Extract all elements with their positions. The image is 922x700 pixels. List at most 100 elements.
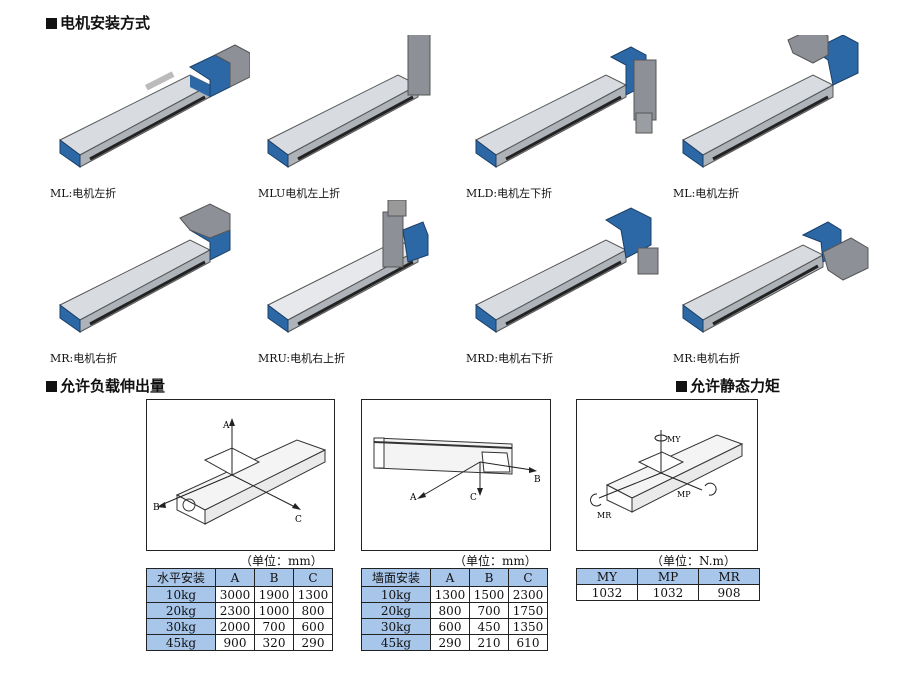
header-cell: C — [508, 568, 548, 587]
header-cell: A — [215, 568, 255, 587]
table-header-row: MY MP MR — [576, 568, 760, 585]
row-label: 30kg — [361, 618, 431, 635]
table-cell: 1300 — [430, 586, 470, 603]
table-cell: 3000 — [215, 586, 255, 603]
row-label: 10kg — [361, 586, 431, 603]
axis-label-b: B — [153, 503, 160, 513]
header-cell: 墙面安装 — [361, 568, 431, 587]
table-cell: 600 — [430, 618, 470, 635]
horizontal-mount-diagram: A B C — [153, 418, 327, 525]
table-cell: 700 — [254, 618, 294, 635]
header-cell: C — [293, 568, 333, 587]
unit-label-wall: （单位：mm） — [454, 554, 537, 568]
row-label: 45kg — [361, 634, 431, 651]
module-ml: ML:电机左折 — [50, 35, 250, 200]
linear-module-illustration — [267, 200, 429, 333]
header-cell: MY — [576, 568, 638, 585]
section-title-mount-methods: 电机安装方式 — [46, 12, 150, 33]
unit-label-moment: （单位：N.m） — [651, 554, 736, 568]
figure-wall-overhang: A B C — [361, 399, 551, 551]
unit-label-horizontal: （单位：mm） — [240, 554, 323, 568]
moment-label-mp: MP — [677, 490, 691, 499]
linear-module-illustration — [475, 207, 659, 333]
header-cell: A — [430, 568, 470, 587]
section-title-allowed-static-moment: 允许静态力矩 — [676, 375, 780, 396]
header-cell: MR — [698, 568, 760, 585]
header-cell: 水平安装 — [146, 568, 216, 587]
table-cell: 1032 — [576, 584, 638, 601]
module-caption: MR:电机右折 — [50, 352, 118, 365]
section-title-allowed-overhang: 允许负载伸出量 — [46, 375, 165, 396]
table-cell: 1000 — [254, 602, 294, 619]
header-cell: B — [469, 568, 509, 587]
table-cell: 2300 — [508, 586, 548, 603]
module-caption: MRU:电机右上折 — [258, 352, 346, 365]
table-cell: 800 — [293, 602, 333, 619]
module-caption: ML:电机左折 — [673, 187, 740, 200]
module-caption: MLD:电机左下折 — [466, 187, 553, 200]
row-label: 20kg — [361, 602, 431, 619]
axis-label-b: B — [534, 475, 541, 485]
table-cell: 320 — [254, 634, 294, 651]
table-cell: 1350 — [508, 618, 548, 635]
axis-label-a: A — [222, 421, 230, 431]
header-cell: MP — [637, 568, 699, 585]
linear-module-illustration — [267, 35, 431, 168]
axis-label-a: A — [409, 493, 417, 503]
linear-module-illustration — [59, 203, 231, 333]
module-caption: MRD:电机右下折 — [466, 352, 554, 365]
table-cell: 600 — [293, 618, 333, 635]
table-header-row: 墙面安装 A B C — [361, 568, 548, 587]
figure-static-moment: MY MP MR — [576, 399, 758, 551]
axis-label-c: C — [470, 493, 477, 503]
wall-mount-diagram: A B C — [373, 437, 541, 503]
table-cell: 2300 — [215, 602, 255, 619]
table-cell: 1500 — [469, 586, 509, 603]
table-header-row: 水平安装 A B C — [146, 568, 333, 587]
static-moment-diagram: MY MP MR — [590, 430, 744, 520]
table-cell: 290 — [430, 634, 470, 651]
table-cell: 700 — [469, 602, 509, 619]
table-cell: 1900 — [254, 586, 294, 603]
table-cell: 210 — [469, 634, 509, 651]
table-cell: 450 — [469, 618, 509, 635]
row-label: 45kg — [146, 634, 216, 651]
row-label: 20kg — [146, 602, 216, 619]
table-cell: 1750 — [508, 602, 548, 619]
linear-module-illustration — [59, 44, 250, 168]
module-mru: MRU:电机右上折 — [258, 200, 458, 365]
table-cell: 900 — [215, 634, 255, 651]
header-cell: B — [254, 568, 294, 587]
table-cell: 290 — [293, 634, 333, 651]
module-ml-2: ML:电机左折 — [673, 35, 873, 200]
module-mr: MR:电机右折 — [50, 200, 250, 365]
module-caption: MLU电机左上折 — [258, 187, 341, 200]
table-cell: 1032 — [637, 584, 699, 601]
module-caption: ML:电机左折 — [50, 187, 117, 200]
module-mld: MLD:电机左下折 — [466, 35, 666, 200]
module-mlu: MLU电机左上折 — [258, 35, 458, 200]
module-caption: MR:电机右折 — [673, 352, 741, 365]
row-label: 10kg — [146, 586, 216, 603]
table-cell: 1300 — [293, 586, 333, 603]
table-cell: 800 — [430, 602, 470, 619]
linear-module-illustration — [475, 46, 657, 168]
moment-label-mr: MR — [597, 511, 612, 520]
moment-label-my: MY — [667, 435, 681, 444]
table-cell: 2000 — [215, 618, 255, 635]
module-mr-2: MR:电机右折 — [673, 200, 873, 365]
row-label: 30kg — [146, 618, 216, 635]
linear-module-illustration — [682, 35, 859, 168]
